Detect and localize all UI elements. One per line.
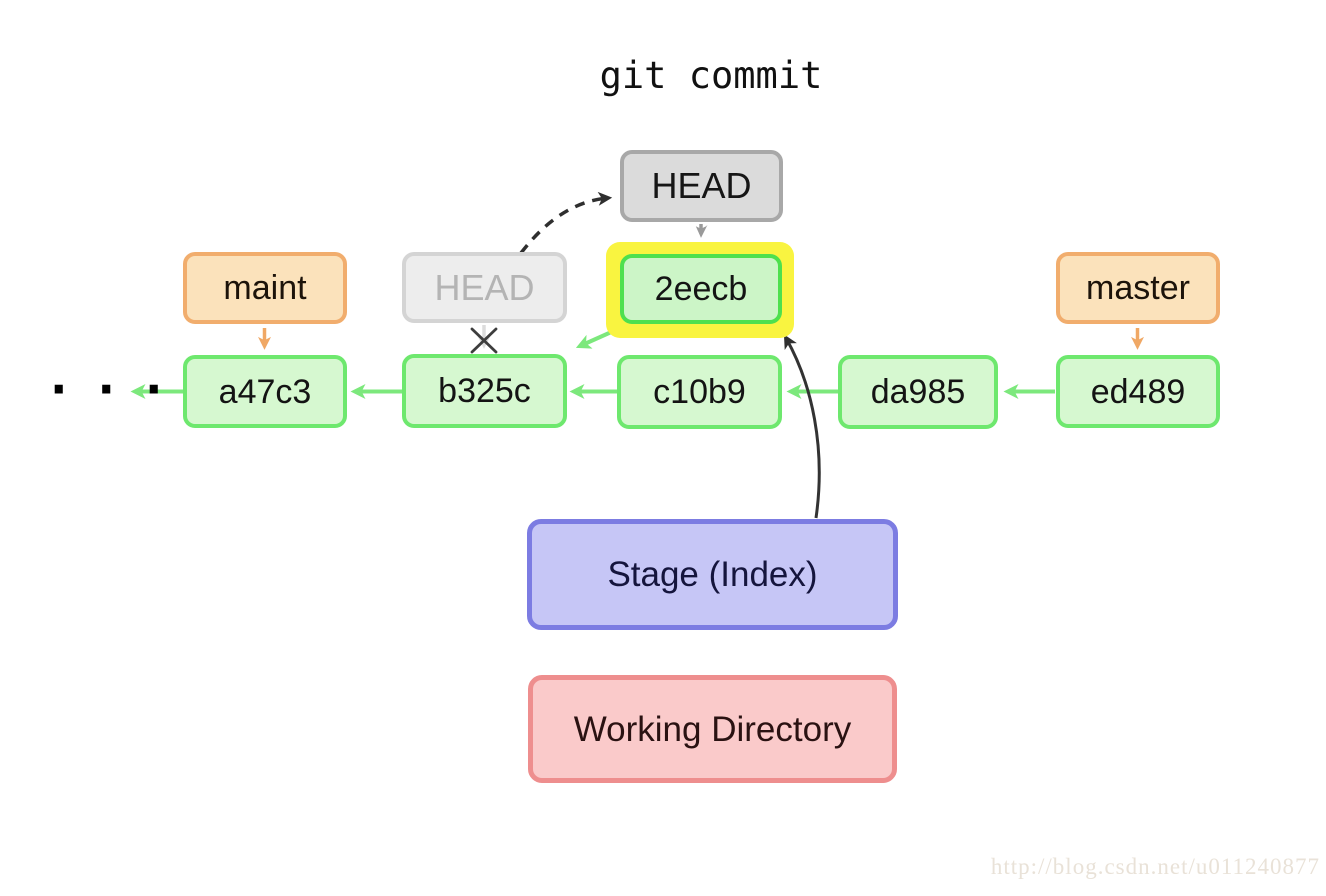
commit-2eecb-box: 2eecb bbox=[620, 254, 782, 324]
cross-out-x bbox=[470, 327, 498, 354]
diagram-title: git commit bbox=[599, 54, 823, 97]
commit-b325c-box: b325c bbox=[402, 354, 567, 428]
working-directory-box: Working Directory bbox=[528, 675, 897, 783]
commit-ed489-box: ed489 bbox=[1056, 355, 1220, 428]
stage-index-label: Stage (Index) bbox=[607, 555, 818, 594]
commit-da985-label: da985 bbox=[870, 373, 966, 411]
branch-master-box: master bbox=[1056, 252, 1220, 324]
working-directory-label: Working Directory bbox=[573, 709, 852, 749]
commit-ed489-label: ed489 bbox=[1090, 372, 1186, 411]
branch-master-label: master bbox=[1086, 269, 1190, 307]
commit-c10b9-box: c10b9 bbox=[617, 355, 782, 429]
arrow-oldhead-to-head-dashed bbox=[519, 191, 613, 255]
head-label: HEAD bbox=[651, 165, 752, 206]
commit-a47c3-label: a47c3 bbox=[218, 372, 312, 411]
commit-a47c3-box: a47c3 bbox=[183, 355, 347, 428]
commit-2eecb-label: 2eecb bbox=[654, 270, 748, 308]
watermark-url: http://blog.csdn.net/u011240877 bbox=[990, 854, 1320, 879]
arrow-stage-to-2eecb bbox=[783, 334, 821, 519]
head-box: HEAD bbox=[620, 150, 783, 222]
commit-c10b9-label: c10b9 bbox=[653, 373, 746, 411]
stage-index-box: Stage (Index) bbox=[527, 519, 898, 630]
commit-b325c-label: b325c bbox=[438, 372, 531, 410]
branch-maint-label: maint bbox=[223, 269, 307, 307]
history-ellipsis: · · · bbox=[50, 362, 170, 416]
old-head-box: HEAD bbox=[402, 252, 567, 323]
commit-da985-box: da985 bbox=[838, 355, 998, 429]
old-head-label: HEAD bbox=[434, 266, 535, 308]
branch-maint-box: maint bbox=[183, 252, 347, 324]
